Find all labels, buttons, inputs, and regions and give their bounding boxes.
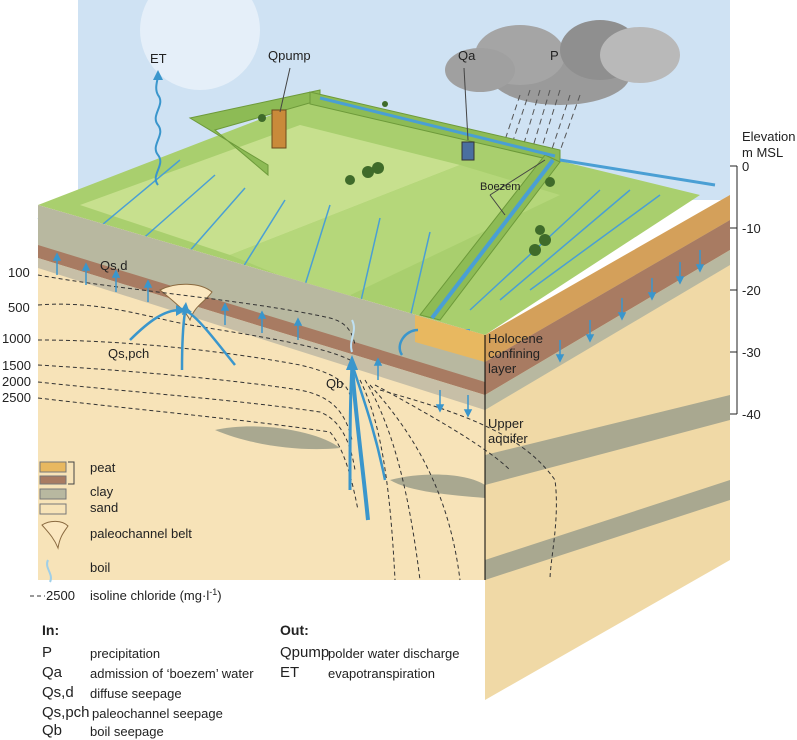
isoline-label-1000: 1000 — [2, 331, 31, 346]
isoline-label-2500: 2500 — [2, 390, 31, 405]
label-qb: Qb — [326, 376, 343, 391]
label-qspch: Qs,pch — [108, 346, 149, 361]
label-confining: confining — [488, 346, 540, 361]
elevation-tick-40: -40 — [742, 407, 761, 422]
label-et: ET — [150, 51, 167, 66]
in-sym-qspch: Qs,pch — [42, 704, 90, 721]
out-sym-qpump: Qpump — [280, 644, 329, 661]
in-desc-p: precipitation — [90, 646, 160, 661]
legend-swatch-peat — [40, 462, 66, 472]
elevation-tick-0: 0 — [742, 159, 749, 174]
label-layer: layer — [488, 361, 517, 376]
isoline-label-1500: 1500 — [2, 358, 31, 373]
label-p: P — [550, 48, 559, 63]
legend-isoline-value: 2500 — [46, 588, 75, 603]
isoline-label-2000: 2000 — [2, 374, 31, 389]
elevation-tick-30: -30 — [742, 345, 761, 360]
legend-boil: boil — [90, 560, 110, 575]
label-qpump: Qpump — [268, 48, 311, 63]
out-title: Out: — [280, 622, 309, 638]
elevation-tick-10: -10 — [742, 221, 761, 236]
out-sym-et: ET — [280, 664, 299, 681]
label-aquifer: aquifer — [488, 431, 528, 446]
out-desc-qpump: polder water discharge — [328, 646, 460, 661]
in-desc-qspch: paleochannel seepage — [92, 706, 223, 721]
label-qsd: Qs,d — [100, 258, 127, 273]
elevation-axis-line — [730, 166, 737, 414]
in-title: In: — [42, 622, 59, 638]
legend-swatch-clay — [40, 489, 66, 499]
in-desc-qb: boil seepage — [90, 724, 164, 739]
legend-sand: sand — [90, 500, 118, 515]
legend-peat: peat — [90, 460, 116, 475]
legend-swatch-sand — [40, 504, 66, 514]
inlet-structure — [462, 142, 474, 160]
elevation-title-1: Elevation — [742, 129, 795, 144]
in-desc-qsd: diffuse seepage — [90, 686, 182, 701]
legend-paleochannel: paleochannel belt — [90, 526, 192, 541]
in-desc-qa: admission of ‘boezem’ water — [90, 666, 254, 681]
in-sym-qb: Qb — [42, 722, 62, 739]
out-desc-et: evapotranspiration — [328, 666, 435, 681]
in-sym-qsd: Qs,d — [42, 684, 74, 701]
legend-clay: clay — [90, 484, 114, 499]
pumping-station — [272, 110, 286, 148]
legend-isoline-text: isoline chloride (mg·l-1) — [90, 587, 222, 603]
isoline-label-500: 500 — [8, 300, 30, 315]
label-boezem: Boezem — [480, 181, 520, 193]
label-holocene: Holocene — [488, 331, 543, 346]
label-qa: Qa — [458, 48, 476, 63]
elevation-title-2: m MSL — [742, 145, 783, 160]
in-sym-qa: Qa — [42, 664, 62, 681]
isoline-label-100: 100 — [8, 265, 30, 280]
label-upper: Upper — [488, 416, 524, 431]
in-sym-p: P — [42, 644, 52, 661]
legend-swatch-clay-brown — [40, 476, 66, 484]
elevation-tick-20: -20 — [742, 283, 761, 298]
